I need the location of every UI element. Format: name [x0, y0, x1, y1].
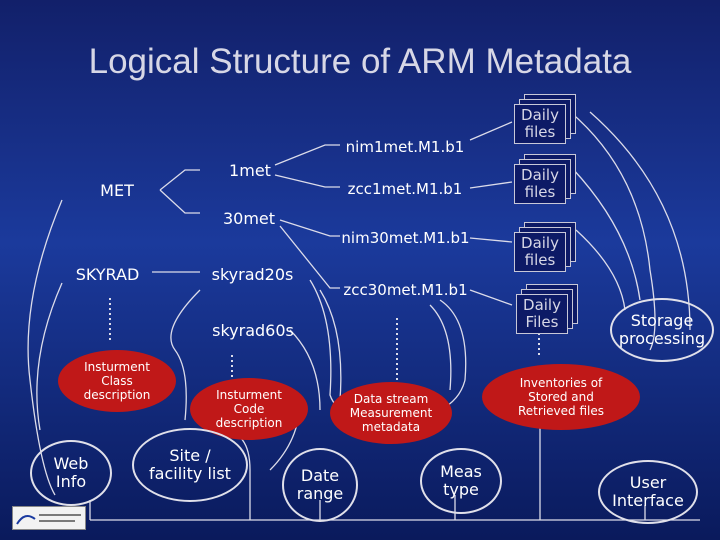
node-30met: 30met [222, 208, 276, 228]
blob-inventories-label: Inventories of Stored and Retrieved file… [518, 376, 604, 418]
oval-storage-processing: Storage processing [610, 298, 714, 362]
oval-site-facility: Site / facility list [132, 428, 248, 502]
node-skyrad20s: skyrad20s [211, 264, 294, 284]
oval-site-facility-label: Site / facility list [149, 446, 231, 483]
daily-files-label-4: Daily Files [516, 294, 568, 334]
oval-date-range: Date range [282, 448, 358, 522]
blob-code-description-label: Insturment Code description [215, 388, 283, 430]
oval-date-range-label: Date range [296, 466, 344, 503]
oval-storage-processing-label: Storage processing [618, 311, 706, 348]
oval-meas-type-label: Meas type [440, 462, 482, 499]
page-title: Logical Structure of ARM Metadata [88, 42, 632, 81]
arm-logo [12, 506, 86, 530]
oval-user-interface-label: User Interface [612, 473, 684, 510]
node-met: MET [100, 180, 134, 200]
blob-class-description: Insturment Class description [58, 350, 176, 412]
node-nim30met: nim30met.M1.b1 [341, 229, 470, 247]
arm-logo-icon [16, 514, 81, 525]
oval-web-info-label: Web Info [53, 454, 89, 491]
oval-user-interface: User Interface [598, 460, 698, 524]
oval-meas-type: Meas type [420, 448, 502, 514]
oval-web-info: Web Info [30, 440, 112, 506]
blob-datastream-metadata-label: Data stream Measurement metadata [349, 392, 433, 434]
blob-datastream-metadata: Data stream Measurement metadata [330, 382, 452, 444]
node-zcc1met: zcc1met.M1.b1 [347, 180, 463, 198]
node-nim1met: nim1met.M1.b1 [345, 138, 465, 156]
node-skyrad: SKYRAD [75, 264, 140, 284]
node-1met: 1met [229, 160, 271, 180]
daily-files-label-2: Daily files [514, 164, 566, 204]
node-zcc30met: zcc30met.M1.b1 [343, 281, 468, 299]
blob-class-description-label: Insturment Class description [83, 360, 151, 402]
blob-inventories: Inventories of Stored and Retrieved file… [482, 364, 640, 430]
node-skyrad60s: skyrad60s [212, 320, 294, 340]
daily-files-label-3: Daily files [514, 232, 566, 272]
daily-files-label-1: Daily files [514, 104, 566, 144]
